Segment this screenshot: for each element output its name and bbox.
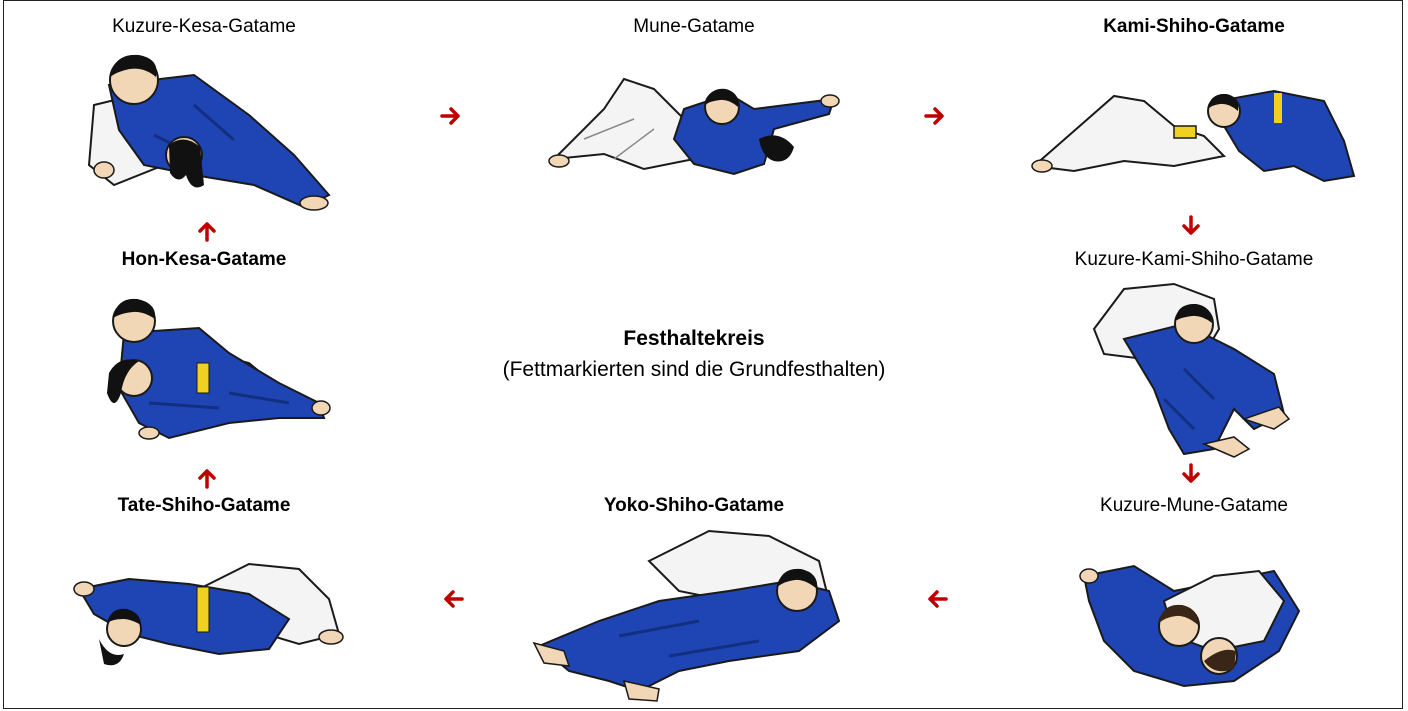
tate-shiho-gatame-illustration [69,559,354,674]
arrow-left-icon [926,588,948,610]
label-kami-shiho-gatame: Kami-Shiho-Gatame [1034,16,1354,38]
label-kuzure-kami-shiho-gatame: Kuzure-Kami-Shiho-Gatame [1014,249,1374,271]
label-hon-kesa-gatame: Hon-Kesa-Gatame [44,249,364,271]
label-tate-shiho-gatame: Tate-Shiho-Gatame [44,495,364,517]
hon-kesa-gatame-illustration [79,293,339,443]
diagram-subtitle: (Fettmarkierten sind die Grundfesthalten… [384,358,1004,382]
arrow-down-icon [1180,463,1202,485]
diagram-title: Festhaltekreis [404,327,984,351]
arrow-up-icon [196,220,218,242]
label-kuzure-mune-gatame: Kuzure-Mune-Gatame [1024,495,1364,517]
diagram-frame: Festhaltekreis (Fettmarkierten sind die … [3,0,1403,709]
kami-shiho-gatame-illustration [1024,81,1364,186]
label-mune-gatame: Mune-Gatame [534,16,854,38]
arrow-left-icon [442,588,464,610]
arrow-down-icon [1180,215,1202,237]
mune-gatame-illustration [544,69,844,184]
arrow-right-icon [440,105,462,127]
arrow-right-icon [924,105,946,127]
label-kuzure-kesa-gatame: Kuzure-Kesa-Gatame [44,16,364,38]
kuzure-kami-shiho-gatame-illustration [1084,279,1304,464]
kuzure-mune-gatame-illustration [1074,551,1319,696]
yoko-shiho-gatame-illustration [529,521,859,706]
label-yoko-shiho-gatame: Yoko-Shiho-Gatame [534,495,854,517]
kuzure-kesa-gatame-illustration [74,45,344,220]
arrow-up-icon [196,467,218,489]
